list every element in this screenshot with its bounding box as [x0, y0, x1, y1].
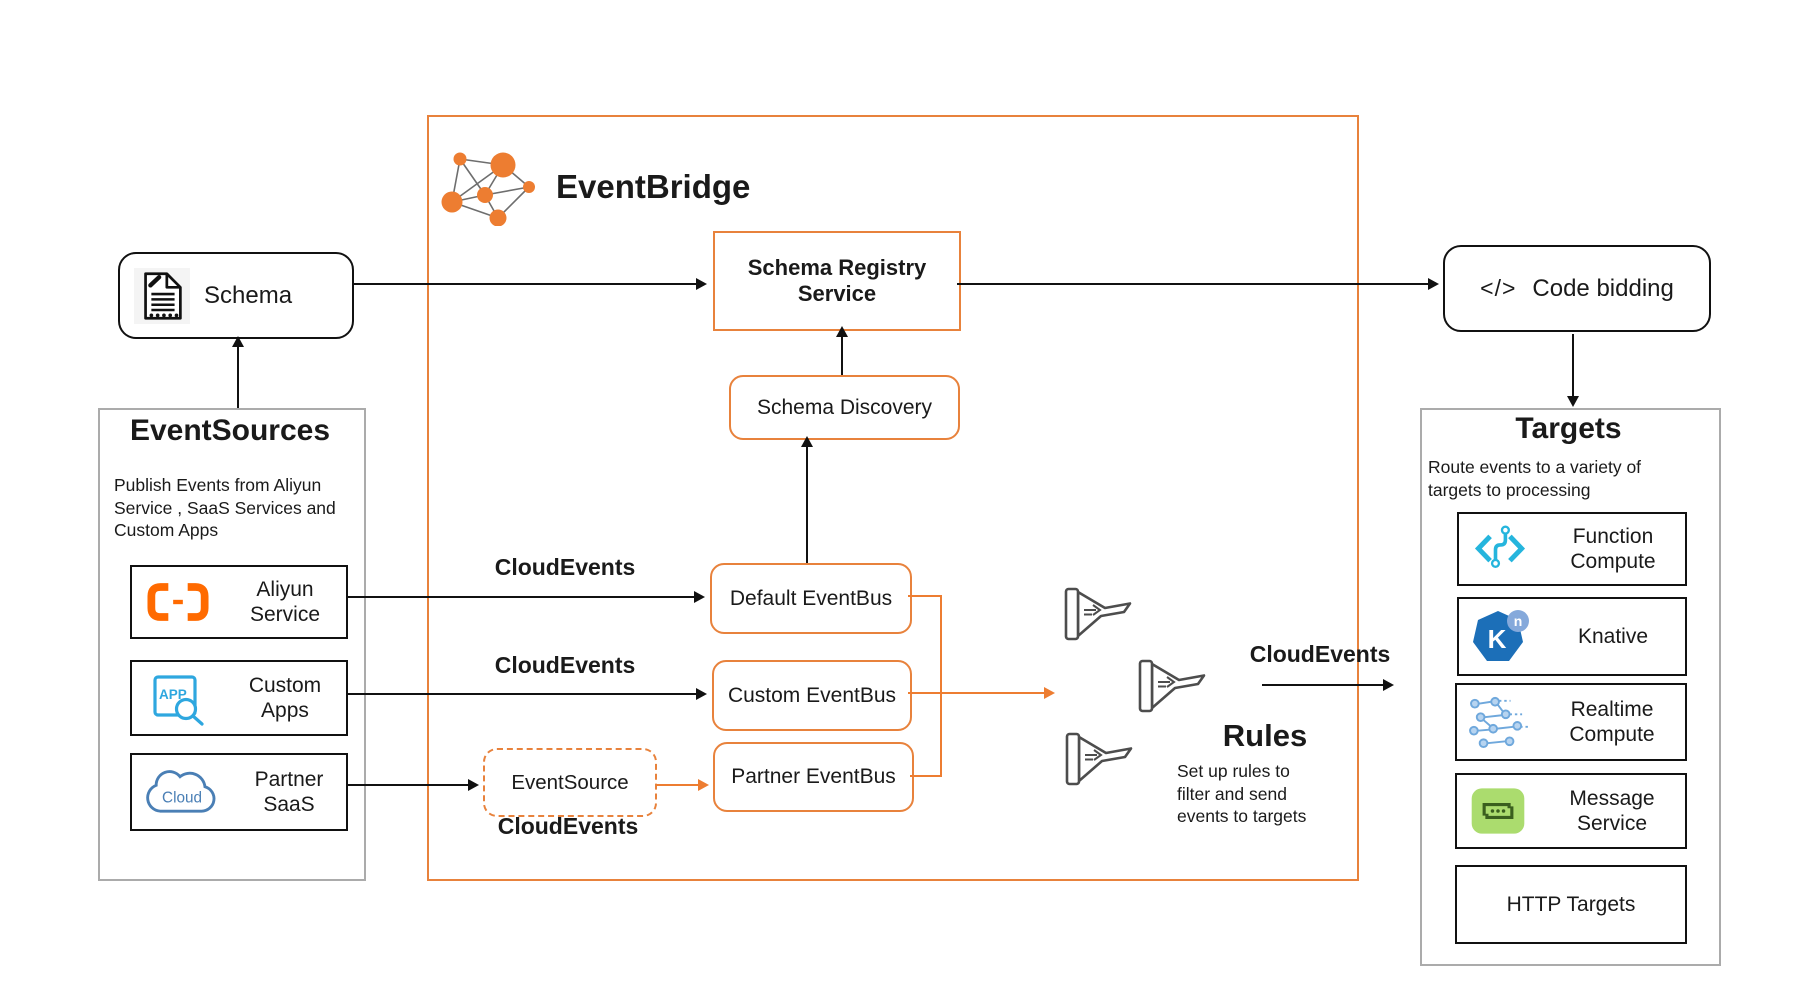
arrow-schema-to-registry [352, 277, 707, 291]
connector-partnerbus [910, 775, 942, 778]
aliyun-brackets-icon [132, 582, 224, 622]
schema-document-icon [120, 267, 204, 325]
target-function-compute-label: Function Compute [1570, 524, 1656, 573]
arrow-aliyun-to-defaultbus [346, 590, 705, 604]
arrow-registry-to-codebidding [957, 277, 1439, 291]
rule-funnel-icon-top [1063, 586, 1133, 647]
target-realtime-compute: Realtime Compute [1455, 683, 1687, 761]
arrow-defaultbus-to-discovery [800, 436, 814, 563]
target-function-compute: Function Compute [1457, 512, 1687, 586]
schema-box: Schema [118, 252, 354, 339]
custom-eventbus-box: Custom EventBus [712, 660, 912, 731]
schema-discovery-box: Schema Discovery [729, 375, 960, 440]
arrow-codebidding-to-targets [1566, 334, 1580, 407]
connector-vertical [940, 595, 943, 777]
rule-funnel-icon-middle [1137, 658, 1207, 719]
source-aliyun-service: Aliyun Service [130, 565, 348, 639]
svg-text:n: n [1514, 613, 1523, 629]
target-knative-label: Knative [1577, 624, 1649, 648]
rules-title: Rules [1222, 718, 1308, 753]
arrow-eventsource-to-partnerbus [656, 778, 709, 792]
arrow-discovery-to-registry [835, 326, 849, 375]
code-bidding-label: Code bidding [1532, 274, 1674, 302]
eventsource-dashed-box: EventSource [483, 748, 657, 817]
connector-defaultbus [908, 595, 942, 598]
target-knative: K n Knative [1457, 597, 1687, 676]
event-sources-title: EventSources [129, 414, 331, 447]
schema-label: Schema [204, 281, 293, 309]
function-compute-icon [1459, 522, 1541, 576]
rule-funnel-icon-bottom [1064, 731, 1134, 792]
target-http-targets: HTTP Targets [1455, 865, 1687, 944]
cloudevents-label-output: CloudEvents [1249, 641, 1391, 667]
schema-registry-service-box: Schema Registry Service [713, 231, 961, 331]
target-message-service: Message Service [1455, 773, 1687, 849]
cloudevents-label-middle: CloudEvents [494, 652, 636, 678]
source-partner-label: Partner SaaS [254, 767, 324, 816]
default-eventbus-box: Default EventBus [710, 563, 912, 634]
message-service-icon [1457, 787, 1539, 835]
code-icon: </> [1480, 275, 1517, 301]
partner-eventbus-box: Partner EventBus [713, 742, 914, 812]
arrow-buses-to-rules [908, 686, 1055, 700]
svg-text:APP: APP [159, 687, 187, 702]
target-realtime-compute-label: Realtime Compute [1569, 697, 1655, 746]
targets-description: Route events to a variety of targets to … [1428, 457, 1642, 500]
target-message-service-label: Message Service [1569, 786, 1655, 835]
svg-text:K: K [1488, 624, 1507, 654]
arrow-cloudevents-to-targets [1262, 678, 1394, 692]
cloud-icon: Cloud [132, 764, 232, 820]
svg-text:Cloud: Cloud [162, 790, 202, 807]
eventbridge-title: EventBridge [556, 168, 751, 205]
arrow-customapps-to-custombus [346, 687, 707, 701]
source-partner-saas: Cloud Partner SaaS [130, 753, 348, 831]
source-aliyun-label: Aliyun Service [249, 577, 321, 626]
event-sources-description: Publish Events from Aliyun Service , Saa… [114, 475, 336, 540]
eventbridge-network-icon [441, 146, 541, 231]
rules-description: Set up rules to filter and send events t… [1177, 761, 1307, 826]
knative-icon: K n [1459, 607, 1541, 667]
target-http-targets-label: HTTP Targets [1506, 892, 1636, 916]
cloudevents-label-top: CloudEvents [494, 554, 636, 580]
arrow-partnersaas-to-eventsource [346, 778, 479, 792]
source-custom-apps: APP Custom Apps [130, 660, 348, 736]
realtime-compute-icon [1457, 695, 1539, 749]
targets-title: Targets [1515, 412, 1622, 445]
cloudevents-label-bottom: CloudEvents [497, 813, 639, 839]
source-custom-label: Custom Apps [248, 673, 322, 722]
app-search-icon: APP [132, 670, 224, 726]
code-bidding-box: </> Code bidding [1443, 245, 1711, 332]
schema-registry-label: Schema Registry Service [747, 254, 927, 306]
arrow-eventsources-to-schema [231, 336, 245, 408]
